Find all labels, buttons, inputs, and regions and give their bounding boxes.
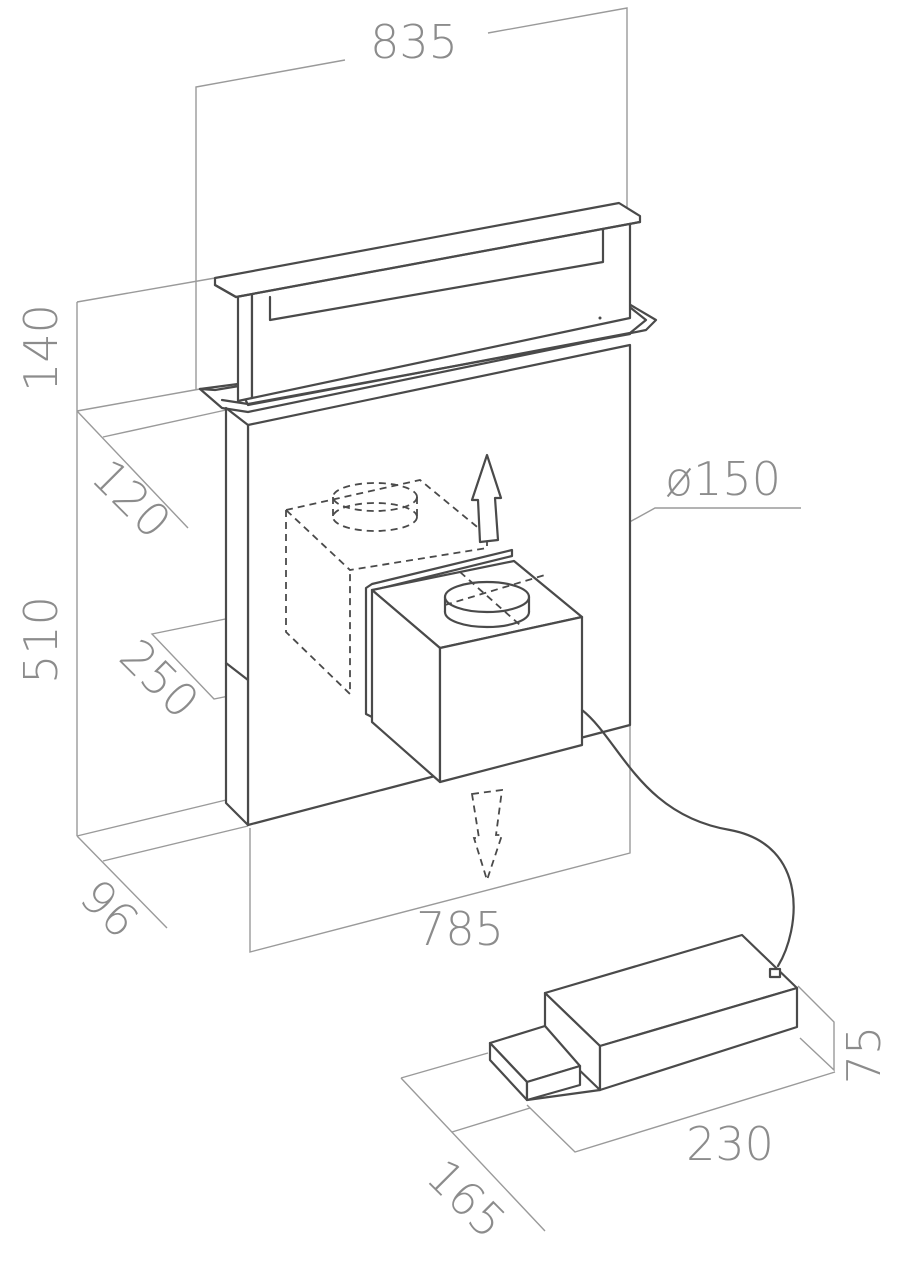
label-depth-top: 120	[81, 449, 181, 549]
label-base-depth: 96	[70, 869, 150, 949]
label-body-height: 510	[14, 596, 68, 684]
label-filter-width: 230	[686, 1117, 774, 1171]
dim-tick-top	[76, 277, 216, 303]
motor-unit	[364, 548, 584, 784]
side-strip	[224, 406, 250, 827]
airflow-arrows	[470, 453, 504, 883]
dim-tick-panel	[76, 388, 201, 412]
dim-line-width-top-right	[487, 7, 628, 215]
panel-lid-edge	[213, 220, 642, 299]
label-panel-height: 140	[14, 304, 68, 392]
filter-duct-front	[525, 1064, 582, 1102]
power-cable	[580, 708, 795, 968]
label-width-top: 835	[370, 15, 458, 69]
label-motor-depth: 250	[109, 629, 209, 729]
dim-tick-filter-depth-2	[451, 1107, 531, 1133]
panel-side	[236, 288, 254, 403]
dim-line-filter-height	[797, 985, 835, 1072]
dim-line-depth-base	[76, 835, 168, 929]
dim-line-width-top-left	[195, 59, 346, 390]
trim-left-corner	[198, 383, 247, 392]
panel-display	[268, 226, 605, 322]
label-filter-depth: 165	[416, 1149, 516, 1249]
arrow-up-icon	[470, 453, 503, 544]
dim-line-depth-top	[76, 410, 189, 529]
motor-alt-duct-bottom	[332, 502, 418, 532]
filter-unit	[488, 933, 799, 1102]
motor-back-plate	[364, 548, 514, 720]
cable-connector-icon	[768, 967, 782, 979]
motor-alt-side	[285, 510, 351, 697]
dim-line-filter-depth	[400, 1077, 546, 1232]
filter-front	[598, 986, 799, 1092]
label-filter-height: 75	[837, 1026, 891, 1085]
trim-inner-edge	[220, 332, 632, 406]
side-joint	[224, 661, 250, 682]
dim-line-width-base	[249, 725, 631, 953]
dim-tick-bottom	[76, 799, 227, 837]
dim-line-filter-width	[526, 1071, 836, 1153]
motor-front	[438, 615, 584, 784]
label-duct-diameter: ø150	[665, 452, 781, 506]
dim-tick-depth-top	[102, 409, 227, 438]
dim-tick-filter-depth	[400, 1052, 489, 1079]
arrow-down-icon	[470, 788, 504, 883]
dim-tick-depth-base	[102, 825, 249, 862]
indicator-dot	[598, 316, 602, 320]
label-base-width: 785	[416, 902, 504, 956]
trim-front-edge	[198, 295, 658, 414]
